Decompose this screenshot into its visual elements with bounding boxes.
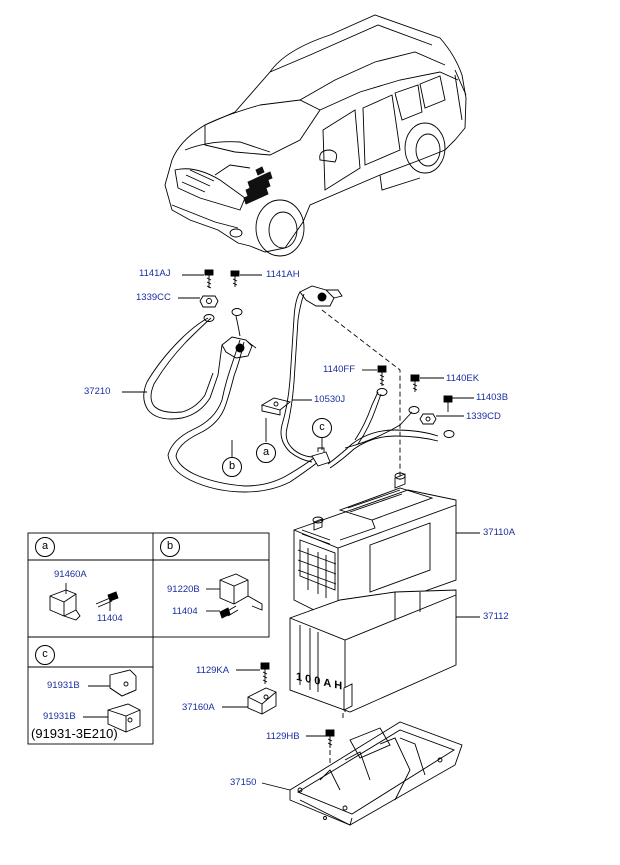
callout-c: c [312,418,332,438]
battery-37110a [293,472,457,623]
label-10530j[interactable]: 10530J [314,394,346,405]
label-1140ek[interactable]: 1140EK [446,373,480,384]
detail-c-bracket-1 [109,669,137,697]
label-11403b[interactable]: 11403B [476,392,509,403]
label-37112[interactable]: 37112 [483,611,509,622]
bolt-1140ff [377,365,387,386]
detail-a-part-2[interactable]: 11404 [97,613,123,624]
detail-c-bracket-2 [107,703,141,733]
bolt-1141ah [230,270,240,287]
battery-location-highlight [243,166,273,205]
callout-a: a [256,443,276,463]
positive-terminal-clamp [299,285,343,307]
battery-insulation-pad-37112 [289,589,457,713]
detail-callout-a: a [35,537,55,557]
detail-b-part-1[interactable]: 91220B [167,584,200,595]
label-1141ah[interactable]: 1141AH [266,269,300,280]
label-1140ff[interactable]: 1140FF [323,364,356,375]
label-1339cc[interactable]: 1339CC [136,292,171,303]
vehicle-illustration [164,14,467,257]
detail-table-frame [27,532,270,745]
callout-b: b [222,457,242,477]
bolt-1129hb [325,729,335,748]
detail-c-note: (91931-3E210) [31,726,118,741]
label-37160a[interactable]: 37160A [182,702,215,713]
detail-callout-b: b [160,537,180,557]
detail-a-bracket [49,589,119,621]
bolt-1129ka [260,662,270,684]
label-37210[interactable]: 37210 [84,386,111,397]
label-1141aj[interactable]: 1141AJ [139,268,171,279]
battery-clamp-37160a [247,687,277,715]
label-1129hb[interactable]: 1129HB [266,731,300,742]
detail-b-bracket [219,573,263,619]
label-37150[interactable]: 37150 [230,777,257,788]
bolt-1141aj [204,269,214,289]
label-37110a[interactable]: 37110A [483,527,516,538]
detail-c-part-1[interactable]: 91931B [47,680,80,691]
bolt-1140ek [410,374,420,392]
bracket-10530j [260,397,291,416]
nut-1339cc [199,295,219,308]
detail-c-part-2[interactable]: 91931B [43,711,76,722]
label-1129ka[interactable]: 1129KA [196,665,230,676]
nut-1339cd [419,413,437,425]
detail-callout-c: c [35,645,55,665]
bolt-11403b [443,395,453,412]
label-1339cd[interactable]: 1339CD [466,411,501,422]
detail-a-part-1[interactable]: 91460A [54,569,87,580]
battery-cable-37210 [143,291,439,493]
negative-terminal-clamp [221,336,257,359]
battery-tray-37150 [289,721,463,826]
detail-b-part-2[interactable]: 11404 [172,606,198,617]
